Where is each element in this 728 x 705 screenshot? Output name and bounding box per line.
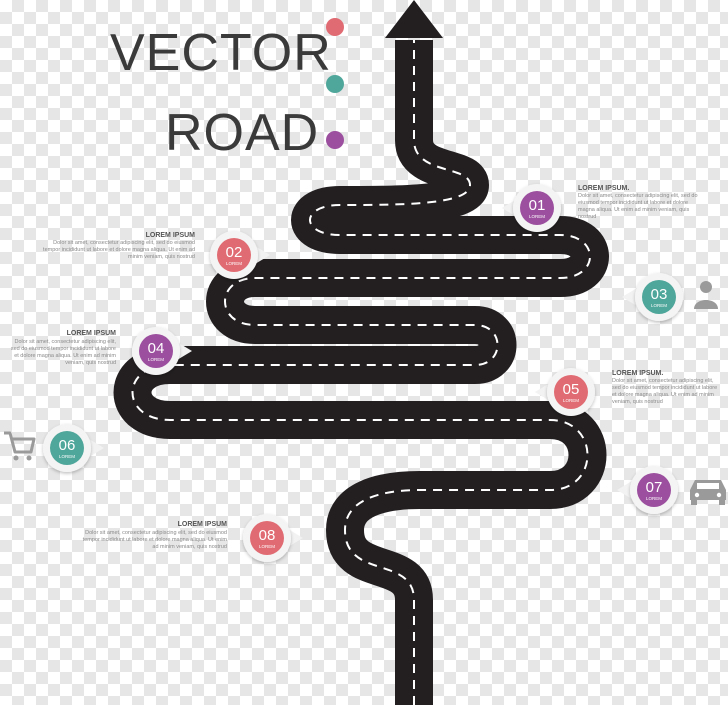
marker-number: 04	[148, 340, 165, 357]
marker-disc	[642, 280, 676, 314]
marker-pointer	[89, 439, 104, 457]
marker-sub: LOREM	[148, 357, 164, 362]
marker-sub: LOREM	[563, 398, 579, 403]
marker-01-body: Dolor sit amet, consectetur adipiscing e…	[578, 193, 698, 220]
marker-disc	[520, 191, 554, 225]
marker-disc	[637, 473, 671, 507]
title-dot-2	[326, 75, 344, 93]
marker-pointer	[177, 342, 192, 360]
marker-pointer	[535, 383, 550, 401]
marker-disc	[250, 521, 284, 555]
marker-number: 03	[651, 286, 668, 303]
marker-pointer	[288, 529, 303, 547]
marker-08-heading: LOREM IPSUM	[178, 521, 228, 528]
marker-pointer	[617, 481, 632, 499]
marker-disc	[139, 334, 173, 368]
car-icon	[690, 480, 726, 505]
marker-pointer	[255, 246, 270, 264]
marker-05: 05 LOREM	[535, 368, 595, 416]
title-line-1: VECTOR	[110, 24, 332, 82]
marker-number: 02	[226, 244, 243, 261]
marker-06: 06 LOREM	[43, 424, 104, 472]
marker-02-heading: LOREM IPSUM	[146, 232, 196, 239]
marker-number: 06	[59, 437, 76, 454]
title-dot-1	[326, 18, 344, 36]
road-lane-markings	[131, 40, 591, 705]
marker-disc	[217, 238, 251, 272]
marker-08-body-wrap: Dolor sit amet, consectetur adipiscing e…	[82, 530, 227, 550]
marker-07: 07 LOREM	[617, 466, 678, 514]
marker-sub: LOREM	[226, 261, 242, 266]
marker-disc	[50, 431, 84, 465]
marker-number: 07	[646, 479, 663, 496]
marker-number: 01	[529, 197, 546, 214]
marker-sub: LOREM	[651, 303, 667, 308]
marker-05-heading: LOREM IPSUM.	[612, 370, 663, 377]
marker-pointer	[622, 288, 637, 306]
marker-sub: LOREM	[529, 214, 545, 219]
marker-01-body-wrap: Dolor sit amet, consectetur adipiscing e…	[578, 193, 698, 220]
marker-number: 05	[563, 381, 580, 398]
marker-04-body: Dolor sit amet, consectetur adipiscing e…	[10, 339, 116, 366]
marker-disc	[554, 375, 588, 409]
marker-04: 04 LOREM	[132, 327, 192, 375]
marker-04-heading: LOREM IPSUM	[67, 330, 117, 337]
marker-pointer	[502, 199, 517, 217]
title-dot-3	[326, 131, 344, 149]
marker-02: 02 LOREM	[210, 231, 270, 279]
marker-05-body-wrap: Dolor sit amet, consectetur adipiscing e…	[612, 378, 718, 405]
marker-sub: LOREM	[646, 496, 662, 501]
marker-02-body: Dolor sit amet, consectetur adipiscing e…	[43, 240, 195, 260]
title-line-2: ROAD	[165, 104, 319, 162]
shopping-cart-icon	[4, 431, 36, 461]
marker-02-body-wrap: Dolor sit amet, consectetur adipiscing e…	[43, 240, 195, 260]
marker-number: 08	[259, 527, 276, 544]
marker-01: 01 LOREM	[502, 184, 561, 232]
marker-05-body: Dolor sit amet, consectetur adipiscing e…	[612, 378, 718, 405]
marker-04-body-wrap: Dolor sit amet, consectetur adipiscing e…	[10, 339, 116, 366]
marker-03: 03 LOREM	[622, 273, 683, 321]
marker-sub: LOREM	[259, 544, 275, 549]
marker-08: 08 LOREM	[243, 514, 303, 562]
marker-08-body: Dolor sit amet, consectetur adipiscing e…	[82, 530, 227, 550]
road-arrow-head	[385, 0, 443, 38]
marker-01-heading: LOREM IPSUM.	[578, 185, 629, 192]
person-icon	[694, 281, 718, 309]
winding-road	[113, 0, 609, 705]
marker-sub: LOREM	[59, 454, 75, 459]
